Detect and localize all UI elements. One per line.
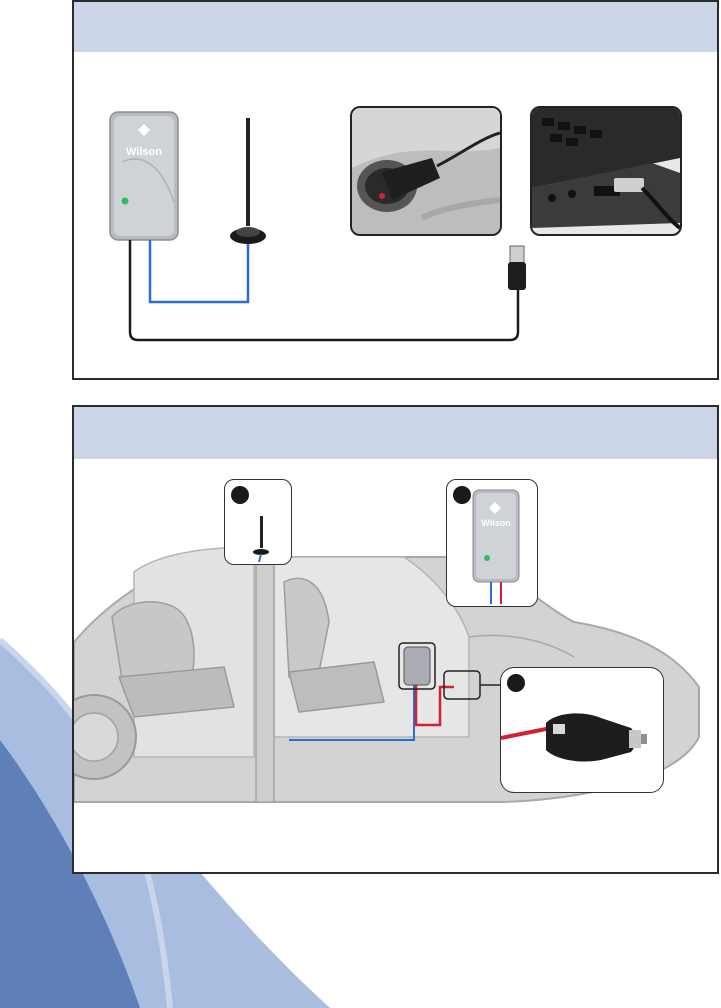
booster-unit-icon: Wilson xyxy=(110,112,178,240)
booster-unit-icon: Wilson xyxy=(447,480,535,604)
kit-components-panel: Wilson xyxy=(72,0,719,380)
wilson-logo-text: Wilson xyxy=(126,146,162,158)
booster-callout: Wilson xyxy=(446,479,538,607)
laptop-usb-port-photo xyxy=(530,106,682,236)
vehicle-installation-illustration xyxy=(74,407,717,872)
vehicle-installation-panel: Wilson xyxy=(72,405,719,874)
car-adapter-callout xyxy=(500,667,664,793)
coax-cable xyxy=(150,240,248,302)
antenna-icon xyxy=(225,480,289,562)
cigarette-lighter-adapter-photo xyxy=(350,106,502,236)
power-cable xyxy=(130,240,518,340)
svg-text:Wilson: Wilson xyxy=(481,518,510,528)
magnet-mount-antenna-icon xyxy=(230,118,266,244)
antenna-callout xyxy=(224,479,292,565)
car-adapter-icon xyxy=(501,668,661,790)
usb-plug-icon xyxy=(508,246,526,290)
